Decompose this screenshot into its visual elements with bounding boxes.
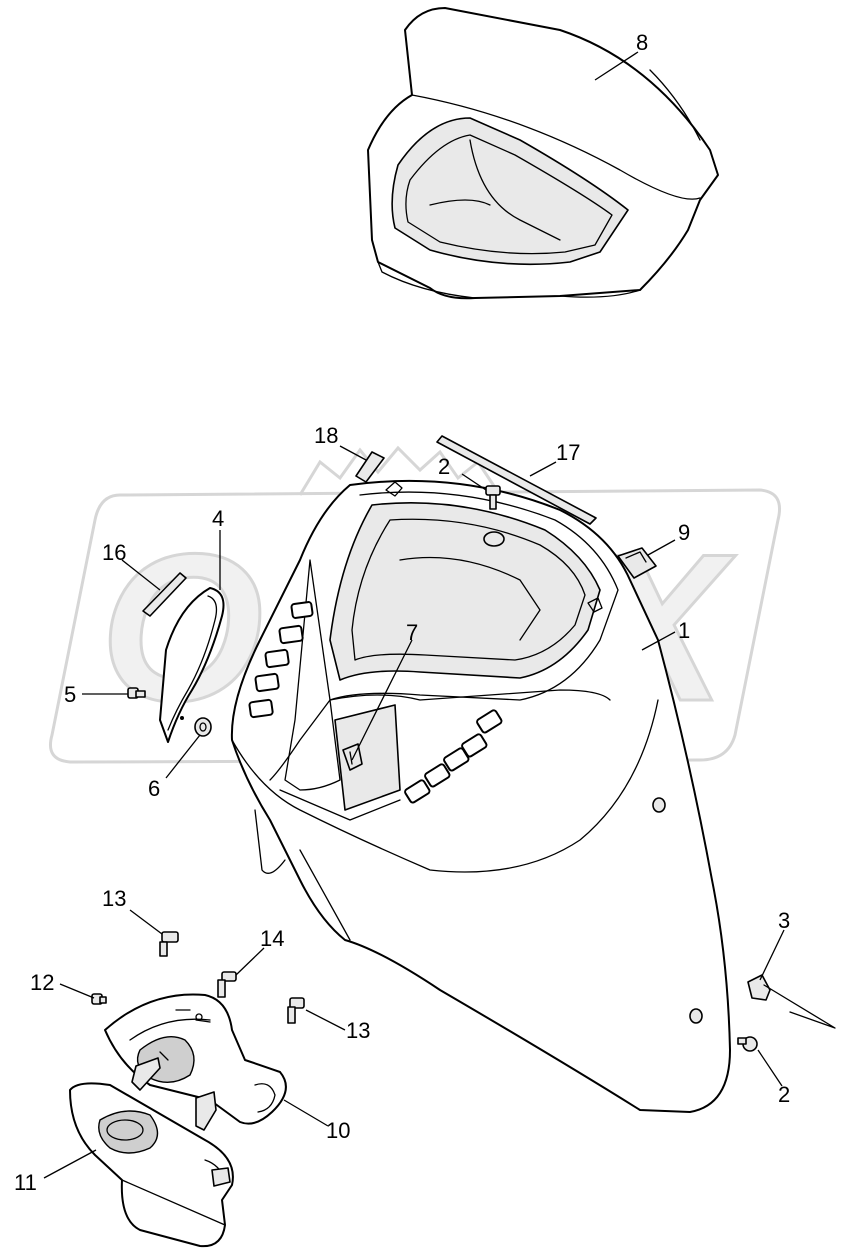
callout-12: 12 xyxy=(30,970,54,995)
switch-right-3 xyxy=(443,747,470,772)
part-5-screw xyxy=(127,687,146,699)
callout-6: 6 xyxy=(148,776,160,801)
part-9-clip-nut xyxy=(617,547,657,579)
callout-3: 3 xyxy=(778,908,790,933)
callout-4: 4 xyxy=(212,506,224,531)
callout-7: 7 xyxy=(406,620,418,645)
part-4-side-cover xyxy=(159,587,225,743)
switch-left-1 xyxy=(290,601,314,619)
callout-10: 10 xyxy=(326,1118,350,1143)
part-2-screw-lower xyxy=(737,1036,758,1052)
part-8-top-cover xyxy=(367,7,719,300)
callout-labels: 8 18 17 2 4 9 16 1 7 5 6 13 3 14 12 13 2… xyxy=(14,30,790,1195)
switch-right-4 xyxy=(424,763,451,788)
callout-13-upper: 13 xyxy=(102,886,126,911)
switch-right-5 xyxy=(404,779,431,804)
callout-9: 9 xyxy=(678,520,690,545)
switch-left-3 xyxy=(264,648,290,669)
part-10-upper-shroud xyxy=(104,993,287,1131)
switch-left-5 xyxy=(248,698,274,719)
part-2-screw-upper xyxy=(485,485,501,510)
callout-2-upper: 2 xyxy=(438,454,450,479)
callout-2-lower: 2 xyxy=(778,1082,790,1107)
side-hole xyxy=(652,797,666,813)
part-12-screw xyxy=(91,993,107,1005)
part-14-screw xyxy=(217,971,237,998)
part-18-pin xyxy=(355,451,385,483)
callout-18: 18 xyxy=(314,423,338,448)
grommet-hole xyxy=(483,531,505,547)
part-1-dashboard-console xyxy=(230,479,731,1113)
part-17-trim-strip xyxy=(436,435,597,525)
callout-16: 16 xyxy=(102,540,126,565)
callout-14: 14 xyxy=(260,926,284,951)
callout-17: 17 xyxy=(556,440,580,465)
part-11-lower-shroud xyxy=(69,1082,234,1248)
part-13-screw-lower xyxy=(287,997,305,1024)
switch-left-2 xyxy=(278,624,304,645)
part-6-washer xyxy=(194,717,212,737)
callout-5: 5 xyxy=(64,682,76,707)
part-13-screw-upper xyxy=(159,931,179,957)
callout-13-lower: 13 xyxy=(346,1018,370,1043)
callout-11: 11 xyxy=(14,1170,37,1195)
callout-8: 8 xyxy=(636,30,648,55)
lower-side-hole xyxy=(689,1008,703,1024)
leader-lines xyxy=(43,51,785,1179)
part-3-bracket-clip xyxy=(747,974,836,1029)
switch-left-4 xyxy=(254,672,280,693)
part-16-rod xyxy=(142,572,187,617)
callout-1: 1 xyxy=(678,618,690,643)
switch-right-1 xyxy=(476,709,503,734)
